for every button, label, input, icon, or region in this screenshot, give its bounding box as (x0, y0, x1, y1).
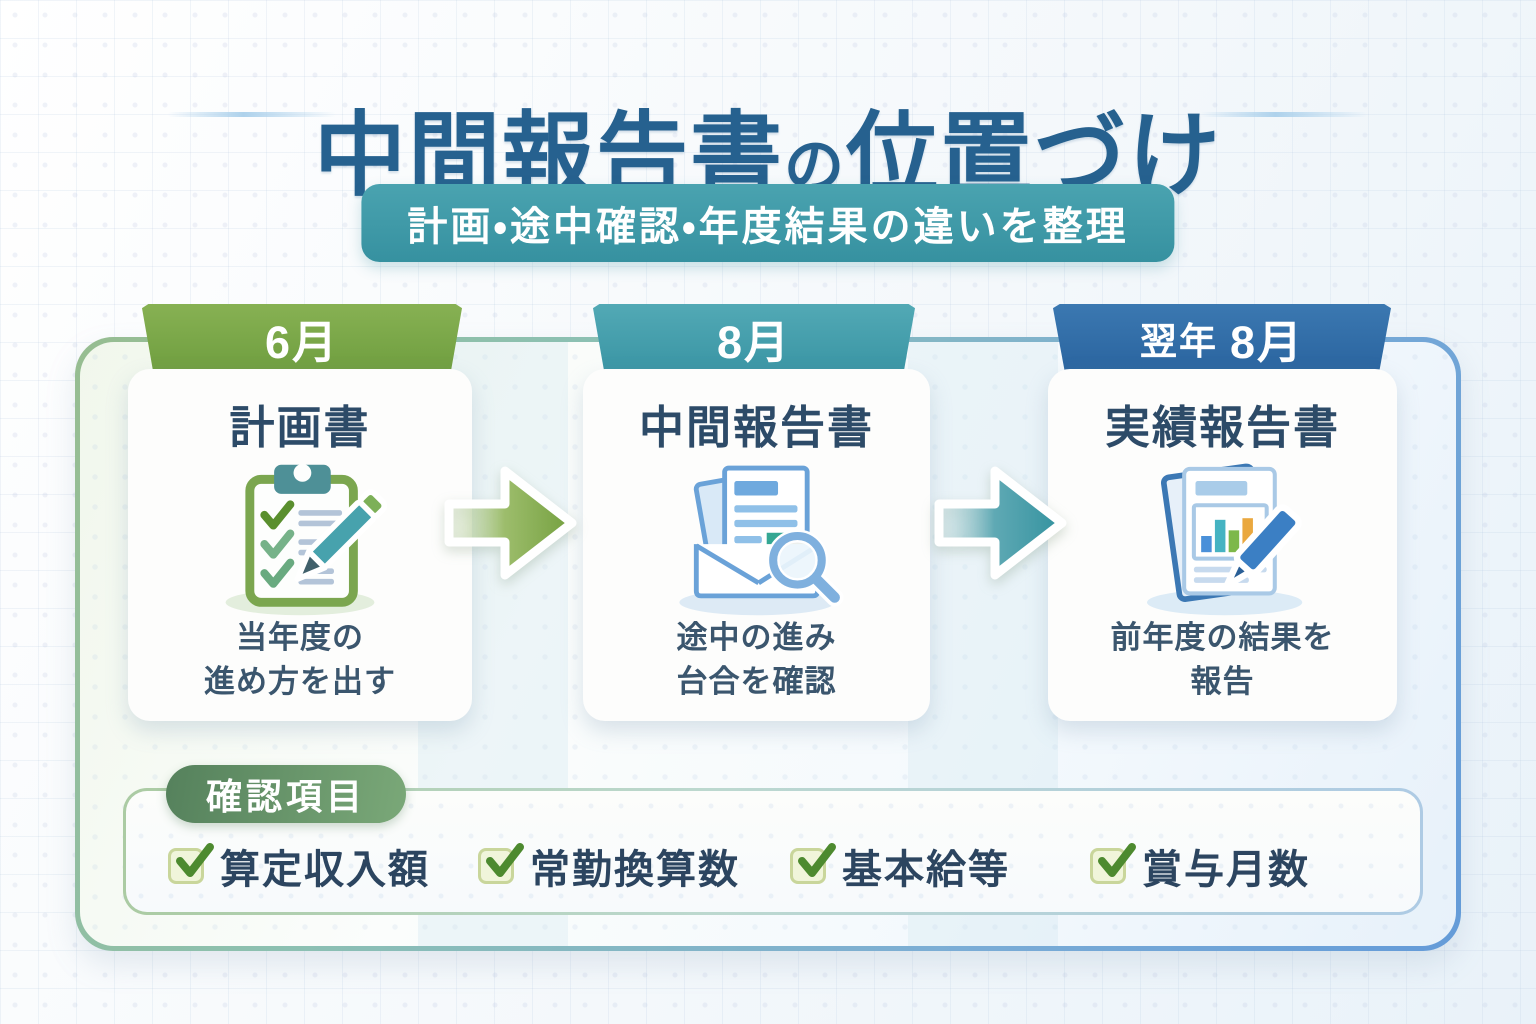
card-interim-report-title: 中間報告書 (638, 402, 874, 453)
check-item-label: 算定収入額 (220, 848, 430, 892)
clipboard-checklist-icon (194, 447, 406, 625)
check-item-label: 賞与月数 (1142, 848, 1310, 892)
card-plan-caption: 当年度の 進め方を出す (128, 616, 472, 703)
check-item-label: 常勤換算数 (530, 848, 740, 892)
checkbox-icon (478, 843, 524, 884)
subtitle-banner: 計画・途中確認・年度結果の違いを整理 (361, 184, 1175, 262)
flag-next-august: 翌年 8月 (1053, 304, 1391, 372)
card-plan-caption-line1: 当年度の (236, 620, 364, 656)
card-interim-caption-line1: 途中の進み (676, 620, 837, 656)
flag-august-label: 8月 (716, 316, 792, 368)
card-plan: 計画書 (128, 369, 472, 721)
check-item-fulltime-equivalent: 常勤換算数 (478, 837, 740, 895)
flag-august: 8月 (593, 304, 915, 372)
timeline-board-inner: 6月 8月 翌年 8月 計画書 (80, 304, 1456, 946)
card-interim-report: 中間報告書 (583, 369, 930, 721)
card-interim-caption-line2: 台合を確認 (676, 663, 837, 699)
check-item-income: 算定収入額 (168, 837, 430, 895)
checklist-badge: 確認項目 (166, 765, 407, 823)
title-right-dash (1200, 112, 1368, 117)
title-left-dash (168, 112, 336, 117)
card-interim-report-caption: 途中の進み 台合を確認 (583, 616, 930, 703)
check-item-label: 基本給等 (842, 848, 1010, 892)
report-chart-pen-icon (1117, 447, 1329, 625)
card-results-report-caption: 前年度の結果を 報告 (1048, 616, 1397, 703)
green-arrow-icon (443, 457, 583, 589)
check-item-base-salary: 基本給等 (790, 837, 1010, 895)
checklist-panel-inner: 確認項目 算定収入額 常勤換算数 (126, 765, 1420, 912)
teal-arrow-icon (933, 457, 1073, 589)
flag-next-august-prefix: 翌年 (1139, 321, 1218, 362)
card-results-report-title: 実績報告書 (1104, 402, 1340, 453)
checkbox-icon (1090, 843, 1136, 884)
card-plan-caption-line2: 進め方を出す (204, 663, 396, 699)
card-results-report: 実績報告書 (1048, 369, 1397, 721)
timeline-board: 6月 8月 翌年 8月 計画書 (75, 304, 1461, 951)
card-results-caption-line1: 前年度の結果を (1110, 620, 1335, 656)
checkbox-icon (168, 843, 214, 884)
checkbox-icon (790, 843, 836, 884)
checklist-panel: 確認項目 算定収入額 常勤換算数 (123, 765, 1423, 915)
check-item-bonus-months: 賞与月数 (1090, 837, 1310, 895)
card-plan-title: 計画書 (229, 402, 371, 453)
card-results-caption-line2: 報告 (1190, 663, 1255, 699)
flag-next-august-label: 8月 (1229, 316, 1305, 368)
flag-june-label: 6月 (264, 316, 340, 368)
flag-june: 6月 (142, 304, 462, 372)
envelope-document-magnifier-icon (651, 447, 863, 625)
